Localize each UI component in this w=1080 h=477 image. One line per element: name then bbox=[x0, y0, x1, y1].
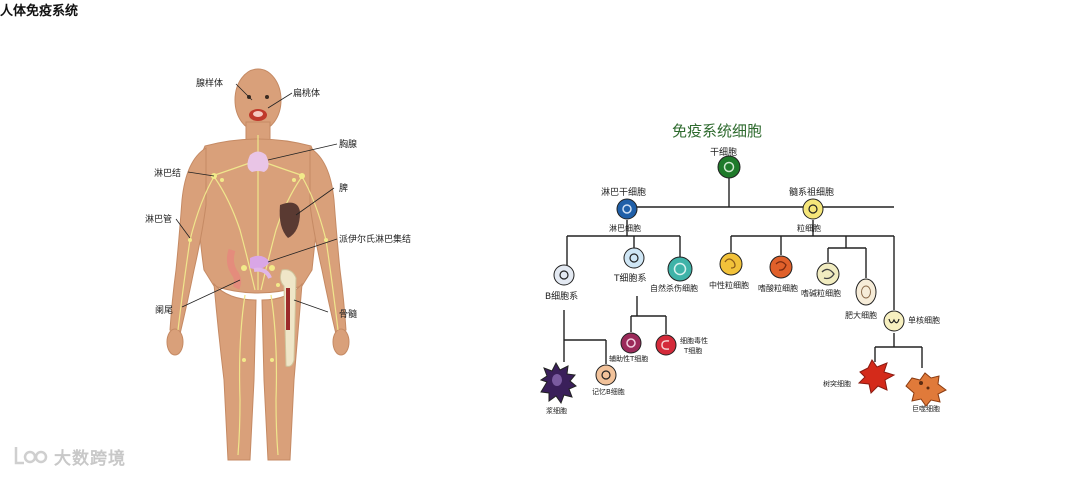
label-bone-marrow: 骨髓 bbox=[339, 310, 358, 320]
cell-monocyte bbox=[883, 310, 905, 332]
body-diagram-title: 人体免疫系统 bbox=[0, 4, 79, 19]
label-memory-b: 记忆B细胞 bbox=[592, 388, 625, 396]
label-appendix: 阑尾 bbox=[155, 306, 174, 316]
cell-neutrophil bbox=[719, 252, 743, 276]
label-lymphocyte: 淋巴细胞 bbox=[609, 224, 641, 233]
cell-basophil bbox=[816, 262, 840, 286]
intestines bbox=[226, 248, 272, 290]
cell-mast bbox=[855, 278, 877, 306]
label-cytotoxic-t-line1: 细胞毒性 bbox=[680, 337, 708, 345]
label-macrophage: 巨噬细胞 bbox=[912, 405, 940, 413]
cell-helper-t bbox=[620, 332, 642, 354]
label-plasma-cell: 浆细胞 bbox=[546, 407, 567, 415]
tree-connectors bbox=[563, 178, 923, 368]
label-monocyte: 单核细胞 bbox=[908, 316, 940, 325]
label-lymphoid-stem: 淋巴干细胞 bbox=[601, 188, 647, 198]
cell-b bbox=[553, 264, 575, 286]
cell-myeloid bbox=[802, 198, 824, 220]
label-adenoid: 腺样体 bbox=[196, 79, 224, 89]
cell-plasma bbox=[539, 361, 577, 405]
label-spleen: 脾 bbox=[339, 184, 349, 194]
label-myeloid: 髓系祖细胞 bbox=[789, 188, 835, 198]
label-granulocyte: 粒细胞 bbox=[797, 224, 821, 233]
cell-t bbox=[623, 247, 645, 269]
cell-memory-b bbox=[595, 364, 617, 386]
watermark-text: 大数跨境 bbox=[54, 449, 126, 469]
thymus-organ bbox=[247, 151, 269, 172]
femur-bone bbox=[279, 269, 297, 367]
spleen-organ bbox=[279, 202, 300, 238]
label-thymus: 胸腺 bbox=[339, 140, 358, 150]
label-eosinophil: 嗜酸粒细胞 bbox=[758, 284, 798, 293]
cell-stem bbox=[717, 155, 741, 179]
label-b-cell: B细胞系 bbox=[545, 292, 579, 302]
label-lymph-vessel: 淋巴管 bbox=[145, 215, 173, 225]
cell-tree-title: 免疫系统细胞 bbox=[672, 122, 763, 140]
label-t-cell: T细胞系 bbox=[614, 274, 647, 284]
label-mast-cell: 肥大细胞 bbox=[845, 311, 877, 320]
label-dendritic: 树突细胞 bbox=[823, 380, 851, 388]
cell-lymphoid-stem bbox=[616, 198, 638, 220]
cell-eosinophil bbox=[769, 255, 793, 279]
label-peyer-patches: 派伊尔氏淋巴集结 bbox=[339, 235, 412, 245]
leader-lines bbox=[175, 83, 338, 313]
label-neutrophil: 中性粒细胞 bbox=[709, 281, 749, 290]
cell-nk bbox=[667, 256, 693, 282]
watermark-logo-icon bbox=[14, 447, 48, 465]
label-cytotoxic-t-line2: T细胞 bbox=[684, 347, 703, 355]
cell-dendritic bbox=[857, 359, 896, 394]
label-basophil: 嗜碱粒细胞 bbox=[801, 289, 841, 298]
cell-cytotoxic-t bbox=[655, 334, 677, 356]
label-stem-cell: 干细胞 bbox=[710, 148, 738, 158]
label-nk-cell: 自然杀伤细胞 bbox=[650, 284, 698, 293]
label-lymph-node: 淋巴结 bbox=[154, 169, 182, 179]
label-helper-t: 辅助性T细胞 bbox=[609, 355, 649, 363]
cell-macrophage bbox=[905, 372, 947, 407]
label-tonsil: 扁桃体 bbox=[293, 89, 321, 99]
